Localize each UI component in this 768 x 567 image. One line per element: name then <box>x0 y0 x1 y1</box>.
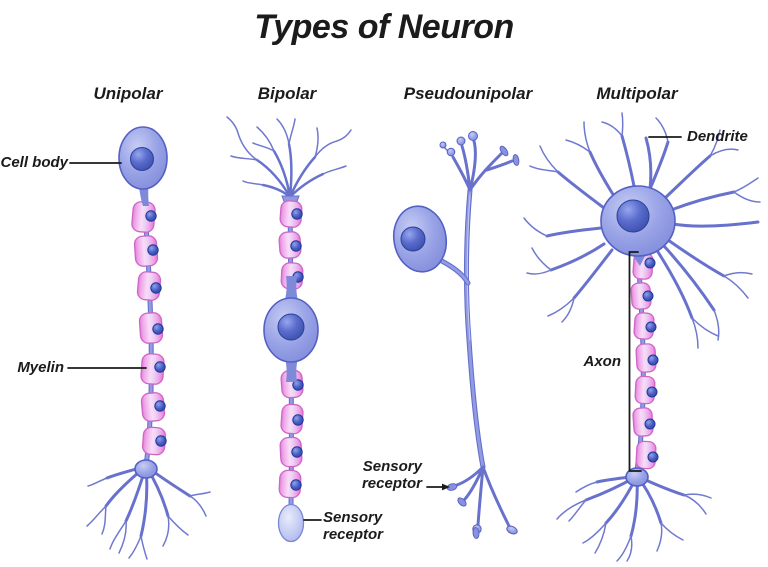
bipolar-dendrites <box>226 116 352 213</box>
multipolar-neuron <box>523 112 761 562</box>
cell-body-label: Cell body <box>0 154 68 171</box>
myelin-label: Myelin <box>17 359 64 376</box>
leader-lines <box>67 136 682 521</box>
pseudounipolar-neuron <box>392 131 520 539</box>
bipolar-neuron <box>226 116 352 543</box>
dendrite-label: Dendrite <box>687 128 748 145</box>
bipolar-nucleus <box>277 313 305 341</box>
multipolar-dendrites <box>523 112 761 349</box>
pseudounipolar-peripheral-terminals <box>439 131 520 192</box>
column-header-multipolar: Multipolar <box>596 84 678 103</box>
pseudounipolar-nucleus <box>400 226 426 252</box>
unipolar-terminal-junction <box>134 459 158 479</box>
column-header-pseudounipolar: Pseudounipolar <box>403 84 533 103</box>
multipolar-nucleus <box>616 199 650 233</box>
multipolar-axon-terminals <box>556 474 712 562</box>
multipolar-terminal-junction <box>625 467 649 487</box>
sensory-receptor-label-pseudounipolar: Sensory receptor <box>361 458 422 492</box>
bipolar-sensory-receptor <box>277 503 305 543</box>
column-header-unipolar: Unipolar <box>93 84 163 103</box>
axon-bracket <box>628 251 642 472</box>
leader-arrowhead <box>442 483 450 491</box>
unipolar-myelin-sheath <box>131 201 167 456</box>
page-title: Types of Neuron <box>254 8 514 46</box>
column-header-bipolar: Bipolar <box>257 84 317 103</box>
axon-label: Axon <box>583 353 622 370</box>
pseudounipolar-central-terminals <box>446 465 518 539</box>
unipolar-neuron <box>86 126 211 560</box>
multipolar-myelin-sheath <box>630 252 659 470</box>
unipolar-nucleus <box>130 147 154 171</box>
sensory-receptor-label-bipolar: Sensory receptor <box>323 509 384 543</box>
unipolar-axon-terminals <box>86 464 211 560</box>
